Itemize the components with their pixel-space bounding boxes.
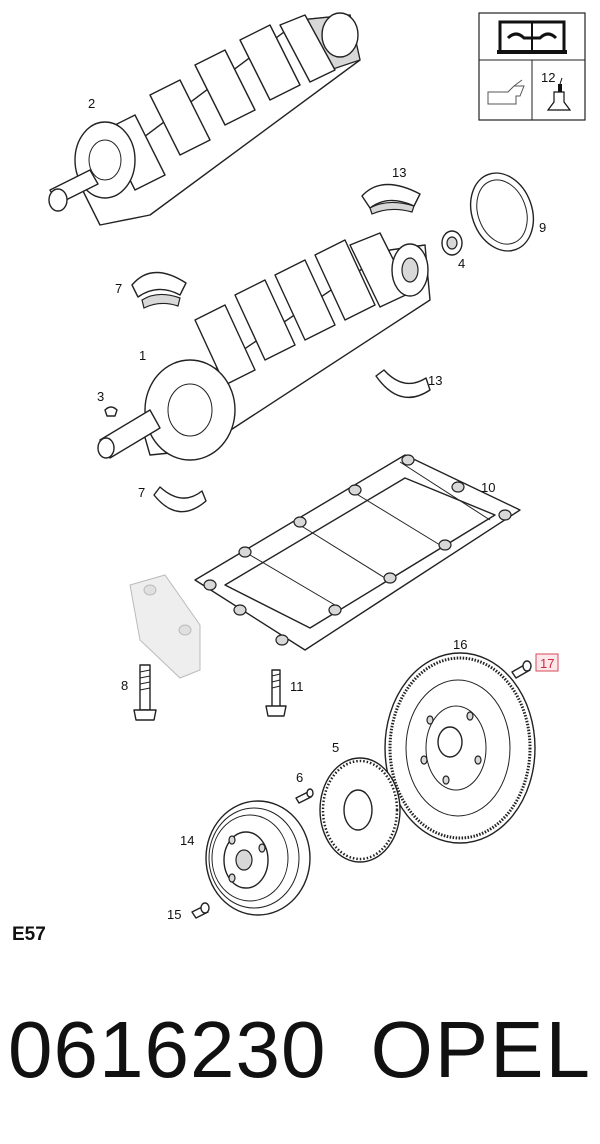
oil-can-icon [487,79,525,105]
callout-5: 5 [332,740,339,755]
footer: 0616230 OPEL [0,1000,600,1100]
callout-15: 15 [167,907,181,922]
small-bolt-6 [295,788,314,804]
oil-seal-ring [469,172,535,252]
callout-16: 16 [453,637,467,652]
bolt-8 [133,664,157,721]
callout-1: 1 [139,348,146,363]
callout-12: 12 [541,70,555,85]
flywheel-bolt [511,660,532,679]
flywheel [384,652,536,844]
callout-17: 17 [540,656,554,671]
callout-4: 4 [458,256,465,271]
bolt-11 [265,669,287,717]
info-box: 12 [478,12,586,121]
callout-10: 10 [481,480,495,495]
pilot-bearing [441,230,463,256]
plug-part-icon [546,77,572,111]
callout-9: 9 [539,220,546,235]
callout-3: 3 [97,389,104,404]
callout-6: 6 [296,770,303,785]
bearing-cap [129,574,201,679]
pulley-bolt [191,902,210,919]
callout-13-lower: 13 [428,373,442,388]
crankshaft-upper [48,12,361,226]
callout-14: 14 [180,833,194,848]
bearing-ladder-frame [194,454,521,651]
bearing-shell-upper [361,183,421,215]
callout-8: 8 [121,678,128,693]
woodruff-key [104,406,118,417]
crankshaft-main [97,232,431,461]
crankshaft-pulley [205,800,311,916]
callout-7-upper: 7 [115,281,122,296]
trigger-wheel [319,757,401,863]
bearing-shell-lower [375,369,431,399]
callout-17-highlight [535,653,559,672]
callout-11: 11 [290,679,304,694]
thrust-bearing-lower [153,486,207,513]
workshop-manual-icon [497,20,567,54]
brand-name: OPEL [370,1005,592,1094]
callout-7-lower: 7 [138,485,145,500]
thrust-bearing-upper [131,271,187,309]
part-number: 0616230 [8,1005,327,1094]
exploded-parts-diagram: 12 2 13 9 4 7 [48,12,586,922]
callout-2: 2 [88,96,95,111]
page-code: E57 [12,924,46,945]
callout-13-upper: 13 [392,165,406,180]
